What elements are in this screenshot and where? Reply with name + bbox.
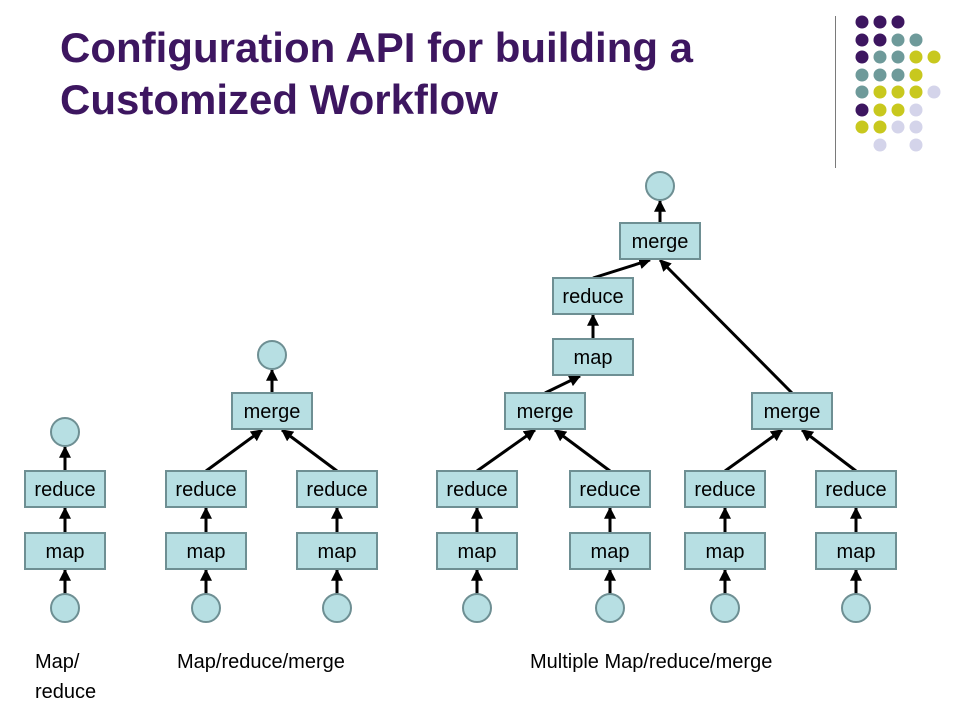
reduce-label: reduce: [825, 479, 886, 501]
caption-map-reduce-merge: Map/reduce/merge: [177, 651, 345, 673]
flow-arrow: [592, 257, 652, 280]
reduce-node: reduce: [552, 277, 634, 315]
reduce-node: reduce: [569, 470, 651, 508]
decorative-dot: [873, 50, 887, 64]
flow-arrow: [476, 428, 536, 473]
reduce-label: reduce: [306, 479, 367, 501]
decorative-dot: [891, 68, 905, 82]
reduce-label: reduce: [446, 479, 507, 501]
map-node: map: [684, 532, 766, 570]
decorative-dot: [855, 50, 869, 64]
flow-arrow: [658, 258, 794, 395]
map-node: map: [569, 532, 651, 570]
decorative-dot: [855, 85, 869, 99]
map-label: map: [187, 541, 226, 563]
slide-title: Configuration API for building a Customi…: [60, 24, 694, 123]
reduce-label: reduce: [34, 479, 95, 501]
output-circle: [645, 171, 675, 201]
decorative-dot: [909, 120, 923, 134]
decorative-dot: [891, 50, 905, 64]
reduce-label: reduce: [694, 479, 755, 501]
decorative-dot: [909, 85, 923, 99]
output-circle: [50, 417, 80, 447]
reduce-node: reduce: [24, 470, 106, 508]
input-circle: [50, 593, 80, 623]
map-label: map: [574, 347, 613, 369]
decorative-dot-grid: [855, 15, 941, 152]
reduce-node: reduce: [296, 470, 378, 508]
decorative-dot: [855, 68, 869, 82]
input-circle: [462, 593, 492, 623]
flow-arrow: [205, 428, 263, 473]
output-circle: [257, 340, 287, 370]
merge-node: merge: [504, 392, 586, 430]
decorative-dot: [873, 120, 887, 134]
decorative-dot: [891, 33, 905, 47]
decorative-dot: [873, 33, 887, 47]
decorative-dot: [873, 85, 887, 99]
caption-multiple-map-reduce-merge: Multiple Map/reduce/merge: [530, 651, 773, 673]
decorative-dot: [873, 68, 887, 82]
reduce-label: reduce: [579, 479, 640, 501]
map-node: map: [815, 532, 897, 570]
map-node: map: [552, 338, 634, 376]
flow-arrow: [544, 374, 582, 395]
decorative-dot: [891, 15, 905, 29]
decorative-dot: [855, 15, 869, 29]
decorative-dot: [909, 68, 923, 82]
map-node: map: [296, 532, 378, 570]
decorative-dot: [873, 138, 887, 152]
decorative-dot: [855, 120, 869, 134]
decorative-dot: [909, 50, 923, 64]
caption-map-reduce: Map/ reduce: [35, 651, 97, 703]
flow-arrow: [724, 428, 783, 473]
reduce-node: reduce: [165, 470, 247, 508]
decorative-dot: [891, 103, 905, 117]
map-label: map: [46, 541, 85, 563]
map-node: map: [24, 532, 106, 570]
decorative-dot: [855, 33, 869, 47]
map-node: map: [165, 532, 247, 570]
map-label: map: [837, 541, 876, 563]
input-circle: [841, 593, 871, 623]
map-label: map: [706, 541, 745, 563]
decorative-dot: [891, 85, 905, 99]
merge-node: merge: [619, 222, 701, 260]
workflow-diagram: map reduce map reduce map reduce merge map reduc…: [24, 171, 897, 623]
flow-arrow: [281, 428, 338, 473]
input-circle: [191, 593, 221, 623]
reduce-node: reduce: [436, 470, 518, 508]
flow-arrow: [801, 428, 857, 473]
input-circle: [595, 593, 625, 623]
decorative-dot: [873, 103, 887, 117]
decorative-dot: [909, 33, 923, 47]
reduce-label: reduce: [562, 286, 623, 308]
merge-label: merge: [517, 401, 574, 423]
decorative-dot: [927, 85, 941, 99]
decorative-dot: [909, 138, 923, 152]
decorative-dot: [855, 103, 869, 117]
merge-node: merge: [231, 392, 313, 430]
decorative-dot: [909, 103, 923, 117]
map-node: map: [436, 532, 518, 570]
map-label: map: [458, 541, 497, 563]
decorative-dot: [873, 15, 887, 29]
decorative-dot: [927, 50, 941, 64]
reduce-label: reduce: [175, 479, 236, 501]
title-divider: [835, 16, 836, 168]
flow-arrow: [554, 428, 611, 473]
map-label: map: [591, 541, 630, 563]
reduce-node: reduce: [684, 470, 766, 508]
merge-label: merge: [244, 401, 301, 423]
input-circle: [322, 593, 352, 623]
merge-label: merge: [764, 401, 821, 423]
map-label: map: [318, 541, 357, 563]
merge-label: merge: [632, 231, 689, 253]
decorative-dot: [891, 120, 905, 134]
merge-node: merge: [751, 392, 833, 430]
input-circle: [710, 593, 740, 623]
reduce-node: reduce: [815, 470, 897, 508]
